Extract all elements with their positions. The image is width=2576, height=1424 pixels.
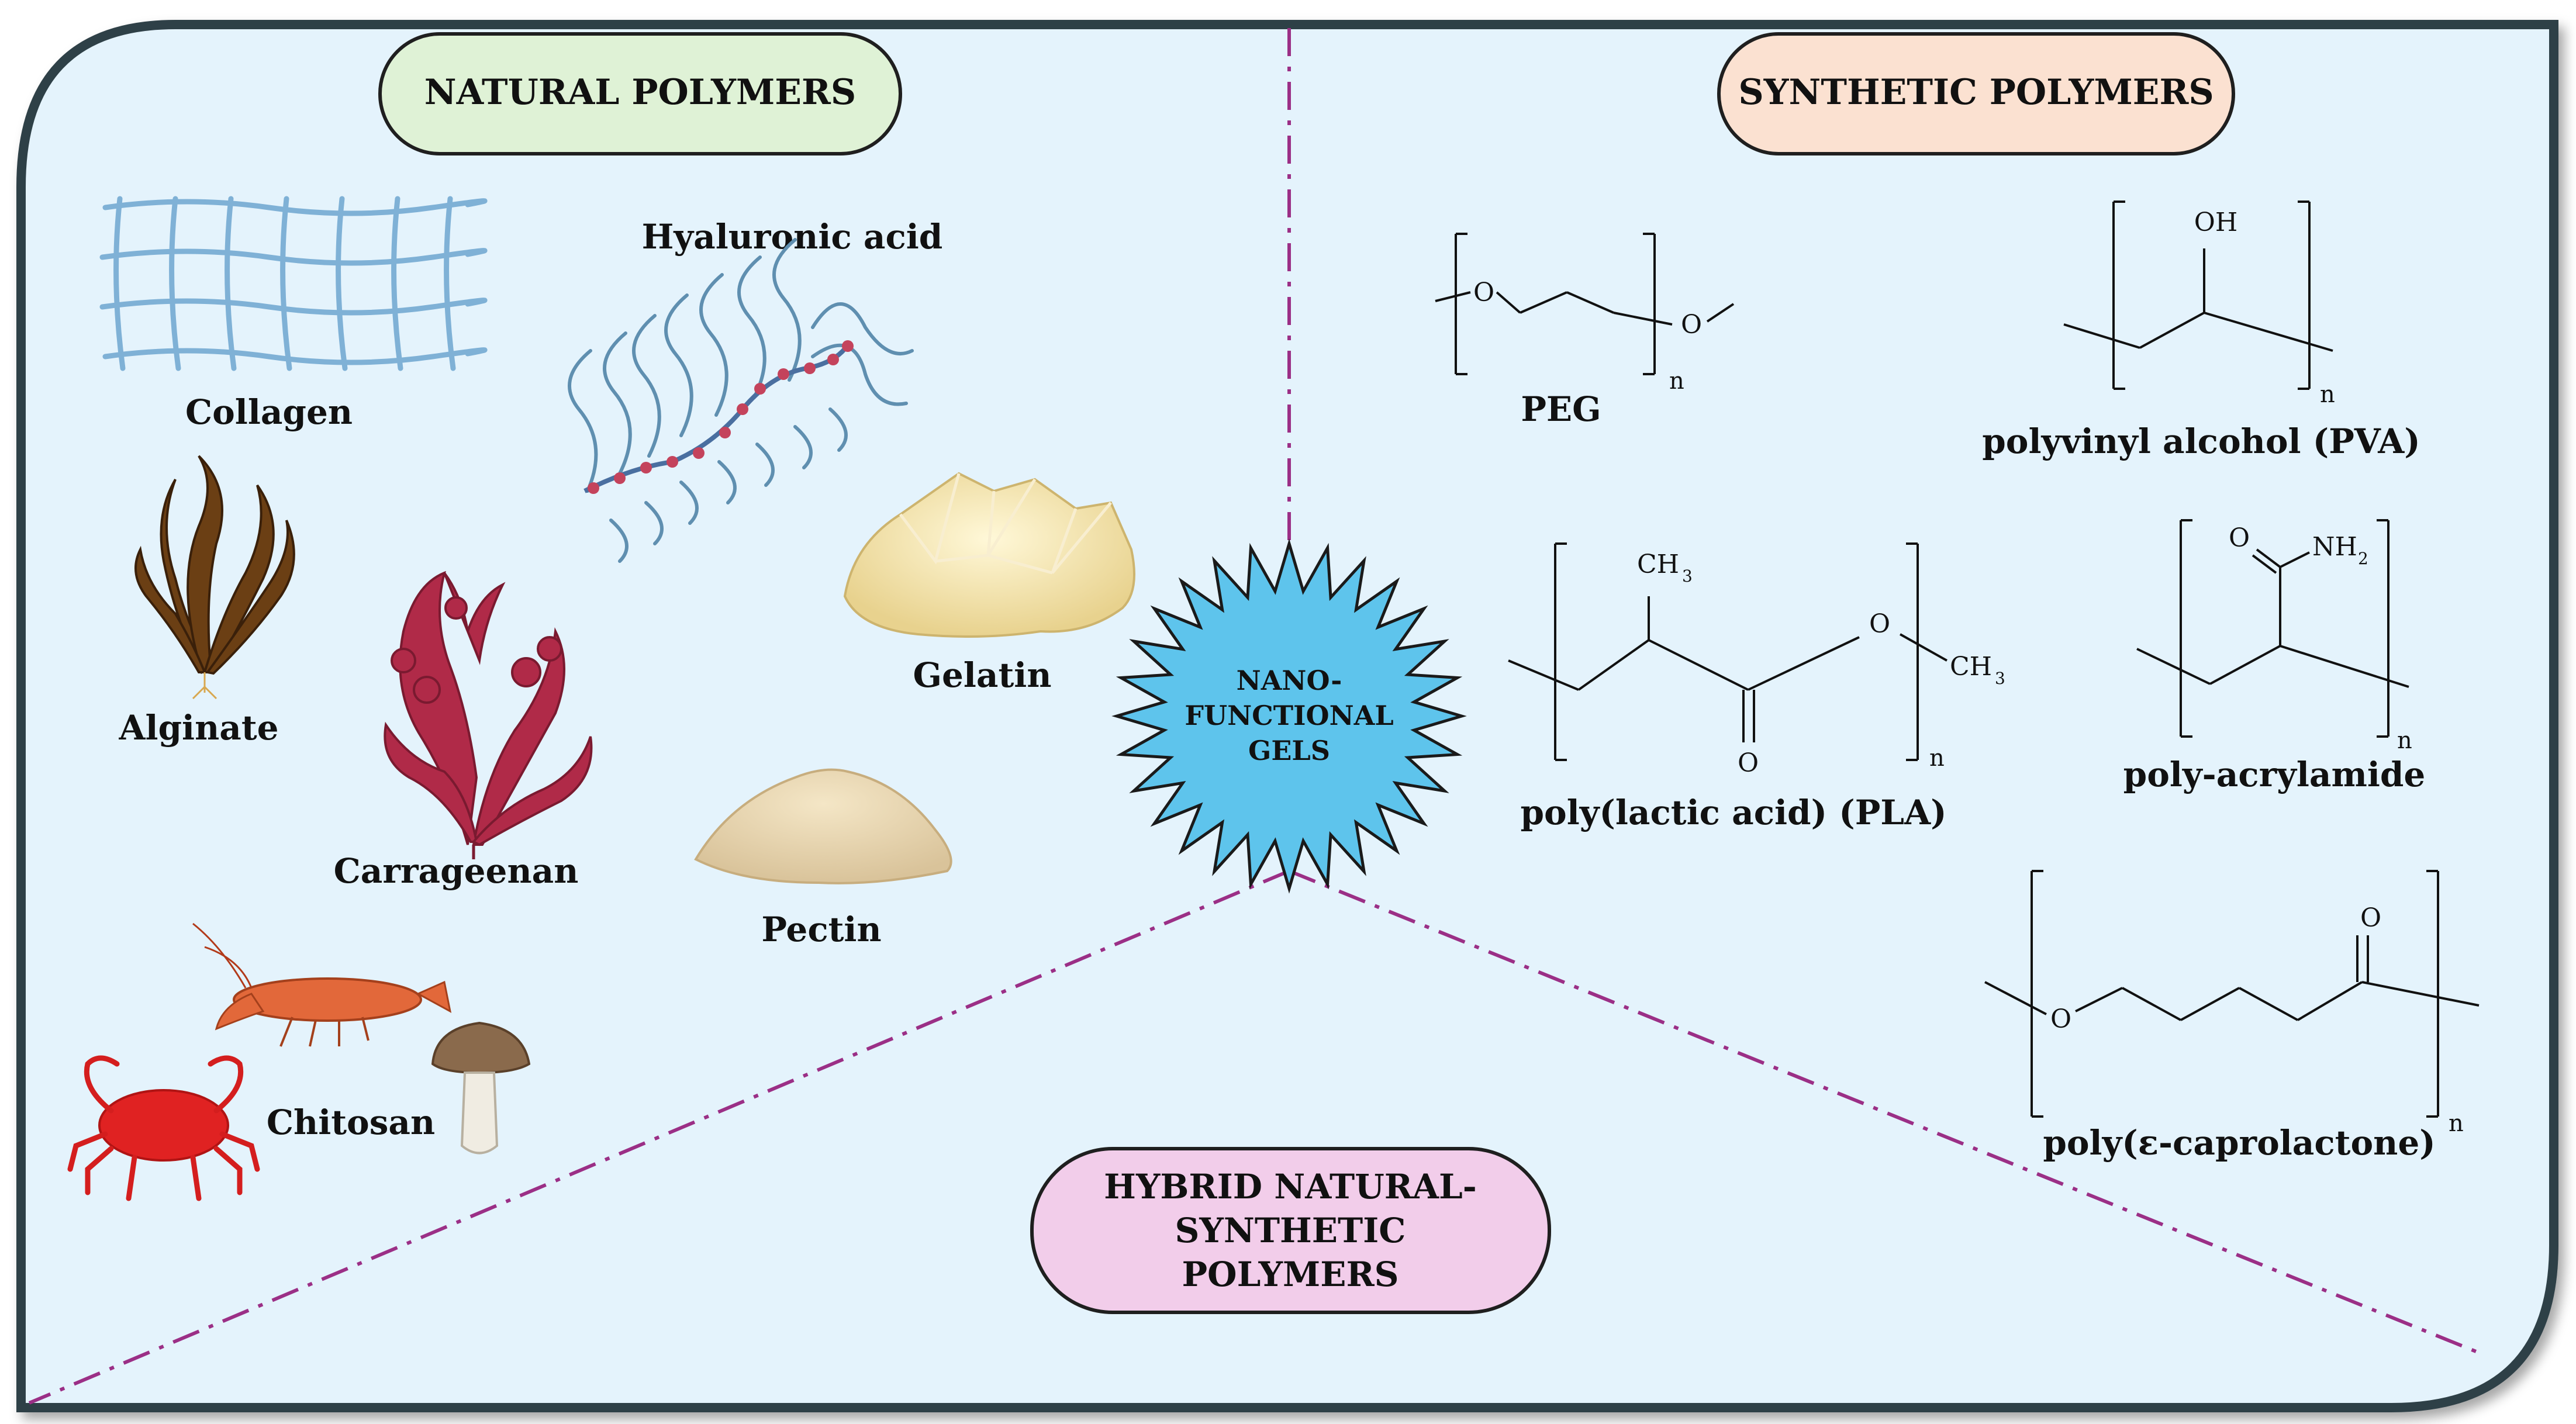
- pla-ch3-end-sub: 3: [1995, 669, 2005, 688]
- pva-oh: OH: [2194, 208, 2237, 237]
- gelatin-label: Gelatin: [913, 655, 1051, 695]
- pla-structure: [1508, 542, 1947, 761]
- pva-structure: [2063, 201, 2333, 390]
- pam-nh2: NH: [2312, 532, 2357, 562]
- carrageenan-seaweed-illustration: [384, 571, 593, 846]
- pla-ch3-top: CH: [1637, 549, 1679, 579]
- pla-label: poly(lactic acid) (PLA): [1520, 793, 1946, 832]
- natural-polymers-title: NATURAL POLYMERS: [424, 72, 857, 113]
- pva-n: n: [2320, 381, 2335, 408]
- section-dividers: [28, 28, 2477, 1405]
- starburst-shape: [1111, 538, 1467, 894]
- pcl-o-ether: O: [2050, 1004, 2071, 1034]
- pla-o-ester: O: [1869, 609, 1890, 639]
- gelatin-illustration: [843, 472, 1135, 638]
- pam-label: poly-acrylamide: [2123, 755, 2426, 794]
- pectin-label: Pectin: [761, 910, 881, 949]
- pva-label: polyvinyl alcohol (PVA): [1982, 421, 2420, 461]
- crab-illustration: [67, 1055, 260, 1201]
- divider-left: [28, 869, 1290, 1405]
- synthetic-polymers-title: SYNTHETIC POLYMERS: [1738, 72, 2214, 113]
- nano-functional-gels-starburst: NANO- FUNCTIONAL GELS: [1111, 538, 1467, 894]
- center-line1: NANO-: [1237, 665, 1342, 696]
- pla-n: n: [1929, 745, 1945, 772]
- pam-n: n: [2397, 727, 2412, 754]
- peg-n: n: [1669, 368, 1684, 395]
- chitosan-label: Chitosan: [267, 1102, 435, 1142]
- pla-o-carbonyl: O: [1738, 748, 1759, 778]
- peg-o2: O: [1681, 310, 1702, 340]
- pla-ch3-top-sub: 3: [1682, 566, 1693, 586]
- pcl-structure: [1984, 870, 2480, 1118]
- carrageenan-label: Carrageenan: [334, 851, 579, 891]
- pam-nh2-sub: 2: [2358, 549, 2368, 568]
- collagen-label: Collagen: [185, 392, 353, 432]
- pam-structure: [2136, 519, 2409, 738]
- hybrid-title-line2: SYNTHETIC: [1175, 1211, 1406, 1250]
- mushroom-illustration: [431, 1021, 531, 1155]
- alginate-label: Alginate: [118, 708, 278, 748]
- peg-label: PEG: [1521, 389, 1601, 429]
- natural-polymers-pill: NATURAL POLYMERS: [378, 32, 902, 155]
- pam-o: O: [2229, 523, 2250, 553]
- peg-structure: [1435, 233, 1735, 375]
- pcl-label: poly(ε-caprolactone): [2043, 1123, 2435, 1163]
- hybrid-title-line1: HYBRID NATURAL-: [1104, 1167, 1477, 1207]
- crayfish-illustration: [192, 922, 452, 1047]
- center-line2: FUNCTIONAL: [1185, 700, 1393, 731]
- alginate-holdfast: [192, 672, 217, 700]
- hyaluronic-acid-illustration: [568, 238, 914, 563]
- hyaluronic-acid-label: Hyaluronic acid: [642, 217, 943, 257]
- pla-ch3-end: CH: [1950, 652, 1992, 682]
- synthetic-polymers-pill: SYNTHETIC POLYMERS: [1717, 32, 2235, 155]
- pcl-o-carbonyl: O: [2360, 903, 2381, 933]
- peg-o1: O: [1473, 278, 1494, 307]
- center-line3: GELS: [1248, 735, 1330, 766]
- hybrid-title-line3: POLYMERS: [1182, 1254, 1399, 1294]
- collagen-mesh-illustration: [99, 196, 488, 371]
- hybrid-polymers-pill: HYBRID NATURAL- SYNTHETIC POLYMERS: [1030, 1147, 1551, 1314]
- alginate-seaweed-illustration: [134, 455, 295, 675]
- pcl-n: n: [2449, 1110, 2464, 1137]
- pectin-powder-illustration: [694, 768, 952, 884]
